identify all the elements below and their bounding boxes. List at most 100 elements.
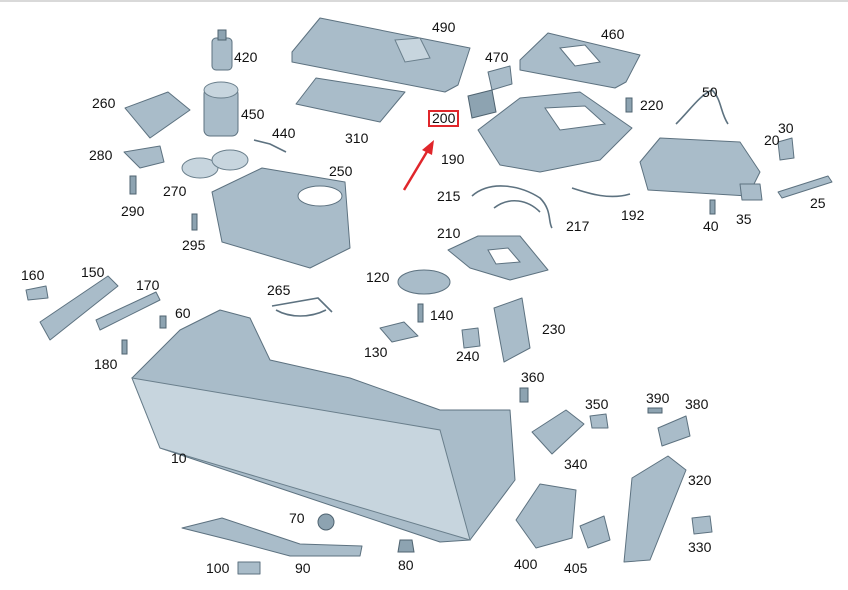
label-340: 340 — [564, 456, 588, 472]
part-30-bracket[interactable] — [777, 137, 795, 161]
part-360-screw[interactable] — [519, 387, 529, 403]
label-260: 260 — [92, 95, 116, 111]
label-380: 380 — [685, 396, 709, 412]
part-60-screw[interactable] — [159, 315, 167, 329]
part-490-trim-panel[interactable] — [291, 17, 471, 93]
label-230: 230 — [542, 321, 566, 337]
part-240-clip[interactable] — [461, 327, 481, 349]
part-215-rod[interactable] — [471, 185, 553, 229]
part-330-clip[interactable] — [691, 515, 713, 535]
part-130-switch[interactable] — [379, 321, 419, 343]
label-50: 50 — [702, 84, 718, 100]
label-130: 130 — [364, 344, 388, 360]
label-140: 140 — [430, 307, 454, 323]
part-380-switch[interactable] — [657, 415, 691, 447]
part-290-screw[interactable] — [129, 175, 137, 195]
part-420-knob[interactable] — [211, 29, 233, 71]
label-420: 420 — [234, 49, 258, 65]
label-192: 192 — [621, 207, 645, 223]
label-60: 60 — [175, 305, 191, 321]
label-440: 440 — [272, 125, 296, 141]
label-210: 210 — [437, 225, 461, 241]
part-250-cup-holder[interactable] — [211, 167, 351, 269]
label-120: 120 — [366, 269, 390, 285]
part-192-cable[interactable] — [571, 187, 631, 198]
label-470: 470 — [485, 49, 509, 65]
part-100-clip[interactable] — [237, 561, 261, 575]
part-25-strip[interactable] — [777, 175, 833, 199]
part-230-bracket[interactable] — [493, 297, 531, 363]
part-80-fastener[interactable] — [397, 539, 415, 553]
part-440-cable[interactable] — [253, 139, 287, 153]
part-400-box[interactable] — [515, 483, 577, 549]
part-390-screw[interactable] — [647, 407, 663, 414]
part-35-latch[interactable] — [739, 183, 763, 201]
part-460-trim-frame[interactable] — [519, 32, 641, 89]
top-border — [0, 0, 848, 2]
part-120-cover[interactable] — [397, 269, 451, 295]
label-460: 460 — [601, 26, 625, 42]
label-90: 90 — [295, 560, 311, 576]
label-360: 360 — [521, 369, 545, 385]
part-90-trim[interactable] — [181, 517, 363, 557]
part-270-insert[interactable] — [181, 149, 249, 179]
part-340-bezel[interactable] — [531, 409, 585, 455]
label-490: 490 — [432, 19, 456, 35]
part-140-screw[interactable] — [417, 303, 424, 323]
part-220-screw[interactable] — [625, 97, 633, 113]
label-170: 170 — [136, 277, 160, 293]
part-170-trim[interactable] — [95, 291, 161, 331]
label-280: 280 — [89, 147, 113, 163]
label-180: 180 — [94, 356, 118, 372]
label-265: 265 — [267, 282, 291, 298]
label-70: 70 — [289, 510, 305, 526]
label-320: 320 — [688, 472, 712, 488]
part-350-clip[interactable] — [589, 413, 609, 429]
label-40: 40 — [703, 218, 719, 234]
label-220: 220 — [640, 97, 664, 113]
part-265-bracket[interactable] — [271, 297, 333, 317]
label-20: 20 — [764, 132, 780, 148]
part-210-trim[interactable] — [447, 235, 549, 281]
part-260-cover[interactable] — [124, 91, 191, 139]
highlight-arrow — [402, 140, 434, 191]
label-217: 217 — [566, 218, 590, 234]
label-310: 310 — [345, 130, 369, 146]
part-190-center-trim[interactable] — [477, 91, 633, 173]
part-200-switch[interactable] — [467, 89, 497, 119]
label-190: 190 — [441, 151, 465, 167]
part-70-fastener[interactable] — [317, 513, 335, 531]
part-295-screw[interactable] — [191, 213, 198, 231]
label-240: 240 — [456, 348, 480, 364]
label-295: 295 — [182, 237, 206, 253]
label-215: 215 — [437, 188, 461, 204]
part-405-insert[interactable] — [579, 515, 611, 549]
label-400: 400 — [514, 556, 538, 572]
part-217-rod[interactable] — [493, 200, 541, 213]
part-320-trim[interactable] — [623, 455, 687, 563]
label-35: 35 — [736, 211, 752, 227]
part-160-clip[interactable] — [25, 285, 49, 301]
part-50-cable[interactable] — [675, 89, 729, 125]
part-470-clip[interactable] — [487, 65, 513, 91]
part-180-screw[interactable] — [121, 339, 128, 355]
label-450: 450 — [241, 106, 265, 122]
label-80: 80 — [398, 557, 414, 573]
part-40-screw[interactable] — [709, 199, 716, 215]
part-20-armrest[interactable] — [639, 137, 761, 197]
part-150-trim[interactable] — [39, 275, 119, 341]
part-280-holder[interactable] — [123, 145, 165, 169]
label-250: 250 — [329, 163, 353, 179]
part-310-mat[interactable] — [295, 77, 406, 123]
label-290: 290 — [121, 203, 145, 219]
label-350: 350 — [585, 396, 609, 412]
label-270: 270 — [163, 183, 187, 199]
label-150: 150 — [81, 264, 105, 280]
label-330: 330 — [688, 539, 712, 555]
part-10-console[interactable] — [131, 309, 516, 543]
label-200-highlighted[interactable]: 200 — [428, 110, 460, 127]
part-450-cup-insert[interactable] — [203, 81, 239, 137]
label-390: 390 — [646, 390, 670, 406]
label-160: 160 — [21, 267, 45, 283]
